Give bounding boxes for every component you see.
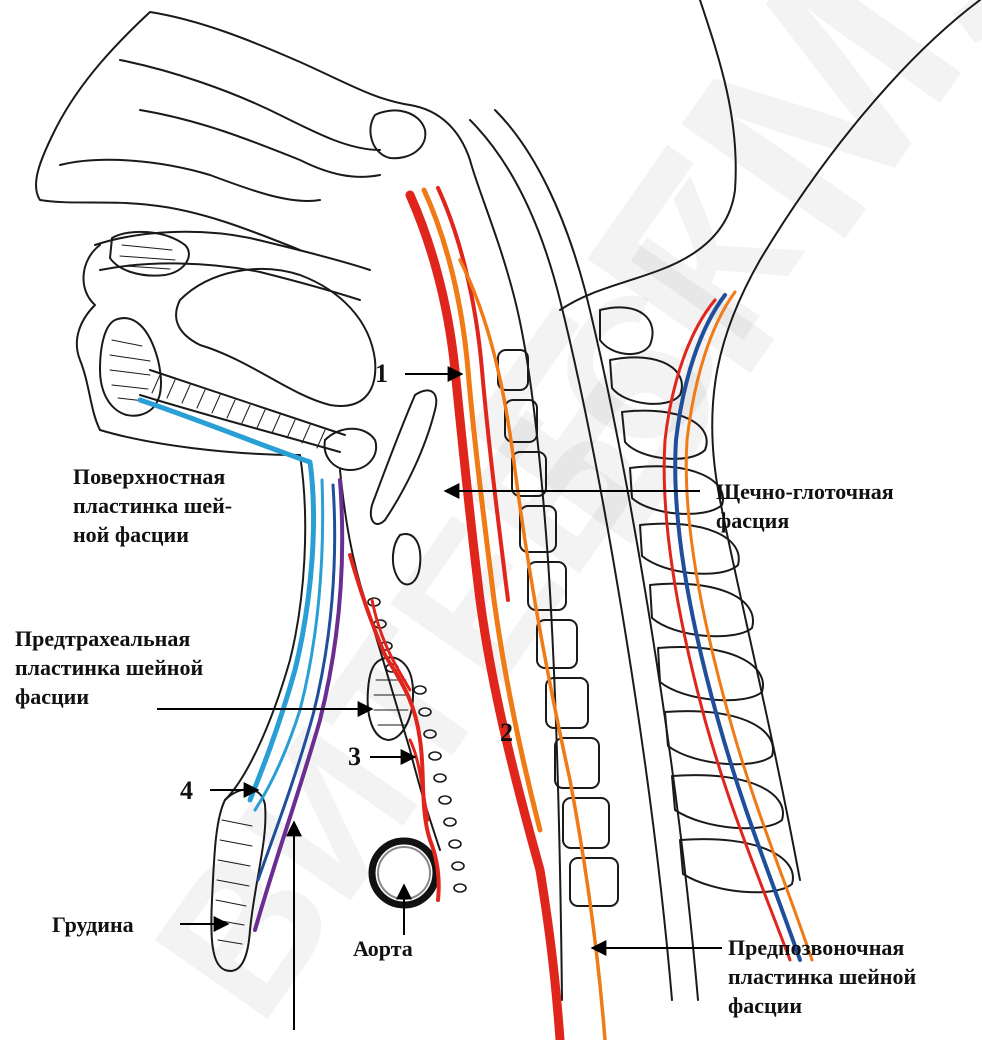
label-superficial-lamina-line-3: ной фасции: [73, 520, 232, 549]
mandible: [100, 318, 161, 416]
label-superficial-lamina-line-2: пластинка шей-: [73, 491, 232, 520]
nasal-concha: [60, 160, 320, 201]
atlas-outline: [370, 110, 425, 158]
label-superficial-lamina-line-1: Поверхностная: [73, 462, 232, 491]
oral-cavity: [176, 269, 375, 406]
label-prevertebral-line-2: пластинка шейной: [728, 962, 916, 991]
label-superficial-lamina: Поверхностная пластинка шей- ной фасции: [73, 462, 232, 549]
label-sternum: Грудина: [52, 910, 134, 939]
label-buccopharyngeal-fascia: Щечно-глоточная фасция: [716, 477, 894, 535]
label-pretracheal-lamina: Предтрахеальная пластинка шейной фасции: [15, 624, 203, 711]
label-buccopharyngeal-line-2: фасция: [716, 506, 894, 535]
label-aorta: Аорта: [353, 934, 413, 963]
label-2: 2: [500, 718, 513, 748]
nasal-passage: [120, 60, 380, 177]
label-pretracheal-line-1: Предтрахеальная: [15, 624, 203, 653]
label-prevertebral-line-3: фасции: [728, 991, 916, 1020]
label-4: 4: [180, 776, 193, 806]
label-3: 3: [348, 742, 361, 772]
label-prevertebral-line-1: Предпозвоночная: [728, 933, 916, 962]
label-prevertebral-lamina: Предпозвоночная пластинка шейной фасции: [728, 933, 916, 1020]
label-pretracheal-line-3: фасции: [15, 682, 203, 711]
label-buccopharyngeal-line-1: Щечно-глоточная: [716, 477, 894, 506]
label-1: 1: [375, 359, 388, 389]
nose-profile: [36, 12, 300, 250]
label-pretracheal-line-2: пластинка шейной: [15, 653, 203, 682]
mandible-texture: [110, 340, 150, 401]
lips-chin: [77, 245, 100, 430]
